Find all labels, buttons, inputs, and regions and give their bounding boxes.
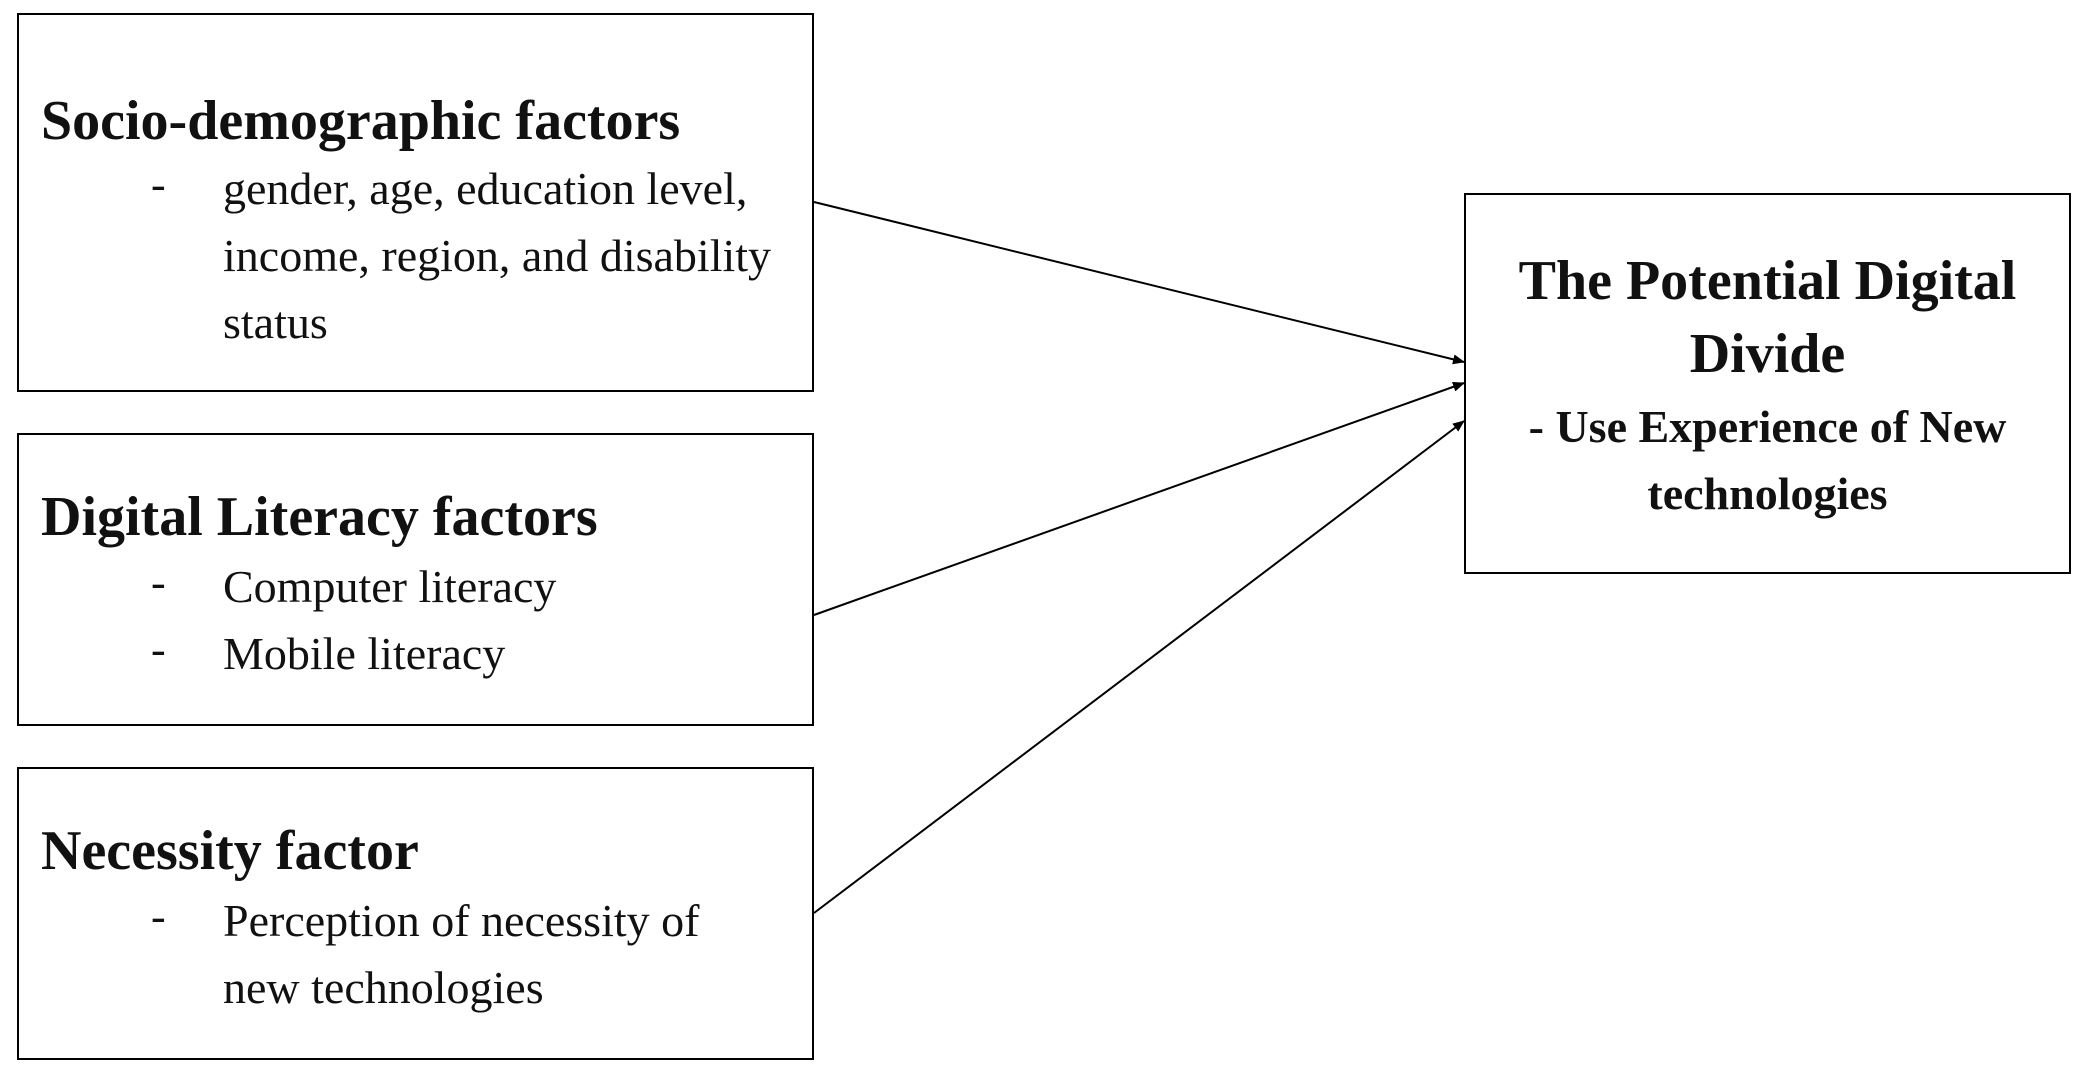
arrow-necessity-to-outcome: [813, 420, 1465, 914]
bullet-text: Mobile literacy: [223, 628, 506, 679]
outcome-title: The Potential Digital Divide: [1518, 250, 2017, 385]
outcome-subtitle: - Use Experience of New technologies: [1528, 401, 2007, 519]
digital-literacy-factors-box: Digital Literacy factors - Computer lite…: [17, 433, 814, 726]
arrow-literacy-to-outcome: [813, 381, 1465, 616]
necessity-factor-box: Necessity factor - Perception of necessi…: [17, 767, 814, 1060]
outcome-box: The Potential Digital Divide - Use Exper…: [1464, 193, 2071, 574]
socio-demographic-title: Socio-demographic factors: [41, 90, 681, 152]
bullet-dash: -: [151, 558, 166, 607]
list-item: - gender, age, education level, income, …: [19, 155, 812, 356]
necessity-bullets: - Perception of necessity of new technol…: [19, 887, 812, 1021]
digital-literacy-title: Digital Literacy factors: [41, 486, 598, 548]
list-item: - Perception of necessity of new technol…: [19, 887, 812, 1021]
digital-literacy-bullets: - Computer literacy - Mobile literacy: [19, 553, 812, 687]
bullet-text: gender, age, education level, income, re…: [223, 163, 772, 348]
bullet-text: Computer literacy: [223, 561, 557, 612]
socio-demographic-factors-box: Socio-demographic factors - gender, age,…: [17, 13, 814, 392]
arrow-socio-to-outcome: [813, 201, 1465, 365]
list-item: - Mobile literacy: [19, 620, 812, 687]
necessity-title: Necessity factor: [41, 820, 419, 882]
list-item: - Computer literacy: [19, 553, 812, 620]
bullet-text: Perception of necessity of new technolog…: [223, 895, 700, 1013]
socio-demographic-bullets: - gender, age, education level, income, …: [19, 155, 812, 356]
bullet-dash: -: [151, 892, 166, 941]
bullet-dash: -: [151, 160, 166, 209]
bullet-dash: -: [151, 625, 166, 674]
